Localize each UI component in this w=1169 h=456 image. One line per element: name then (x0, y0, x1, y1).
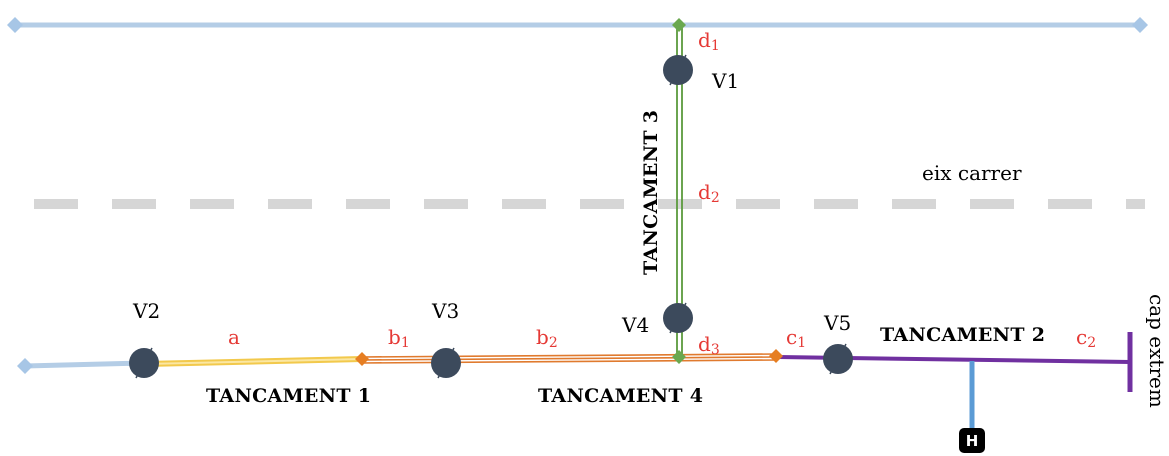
pipe-end-right-top (1132, 17, 1148, 33)
svg-text:H: H (966, 432, 979, 450)
hydrant-icon: H (959, 428, 985, 453)
valve-v1-label: V1 (711, 69, 739, 93)
valve-v5-label: V5 (823, 311, 851, 335)
tank-3-label: TANCAMENT 3 (640, 110, 662, 275)
valve-v3-label: V3 (431, 299, 459, 323)
node-b-c-orange (769, 349, 783, 363)
pipe-end-left-top (7, 17, 23, 33)
label-b1: b1 (388, 325, 410, 351)
label-c2: c2 (1076, 325, 1096, 351)
segment-b-pipe-2 (361, 356, 779, 361)
node-top-green (672, 18, 686, 32)
bottom-main-pipe-left (24, 360, 146, 369)
label-c1: c1 (786, 325, 806, 351)
node-a-b-orange (355, 352, 369, 366)
tank-2-label: TANCAMENT 2 (880, 324, 1045, 346)
street-axis-label: eix carrer (922, 161, 1022, 185)
label-d1: d1 (698, 28, 720, 54)
node-b-d-green (672, 350, 686, 364)
valve-v2-label: V2 (132, 299, 160, 323)
cap-end-label: cap extrem (1145, 294, 1169, 408)
segment-a-pipe-highlight (144, 358, 363, 365)
valve-v4-icon[interactable] (663, 302, 693, 334)
tank-4-label: TANCAMENT 4 (538, 385, 703, 407)
label-a: a (228, 325, 240, 349)
pipe-end-left-bottom (17, 358, 33, 374)
label-d3: d3 (698, 332, 720, 358)
valve-v3-icon[interactable] (431, 347, 461, 379)
valve-v5-icon[interactable] (823, 343, 853, 375)
valve-v1-icon[interactable] (663, 54, 693, 86)
valve-v2-icon[interactable] (129, 347, 159, 379)
valve-v4-label: V4 (621, 313, 649, 337)
label-b2: b2 (536, 325, 558, 351)
segment-b-pipe-1 (361, 353, 779, 358)
segment-b-pipe-3 (361, 359, 779, 364)
tank-1-label: TANCAMENT 1 (206, 385, 371, 407)
label-d2: d2 (698, 180, 720, 206)
